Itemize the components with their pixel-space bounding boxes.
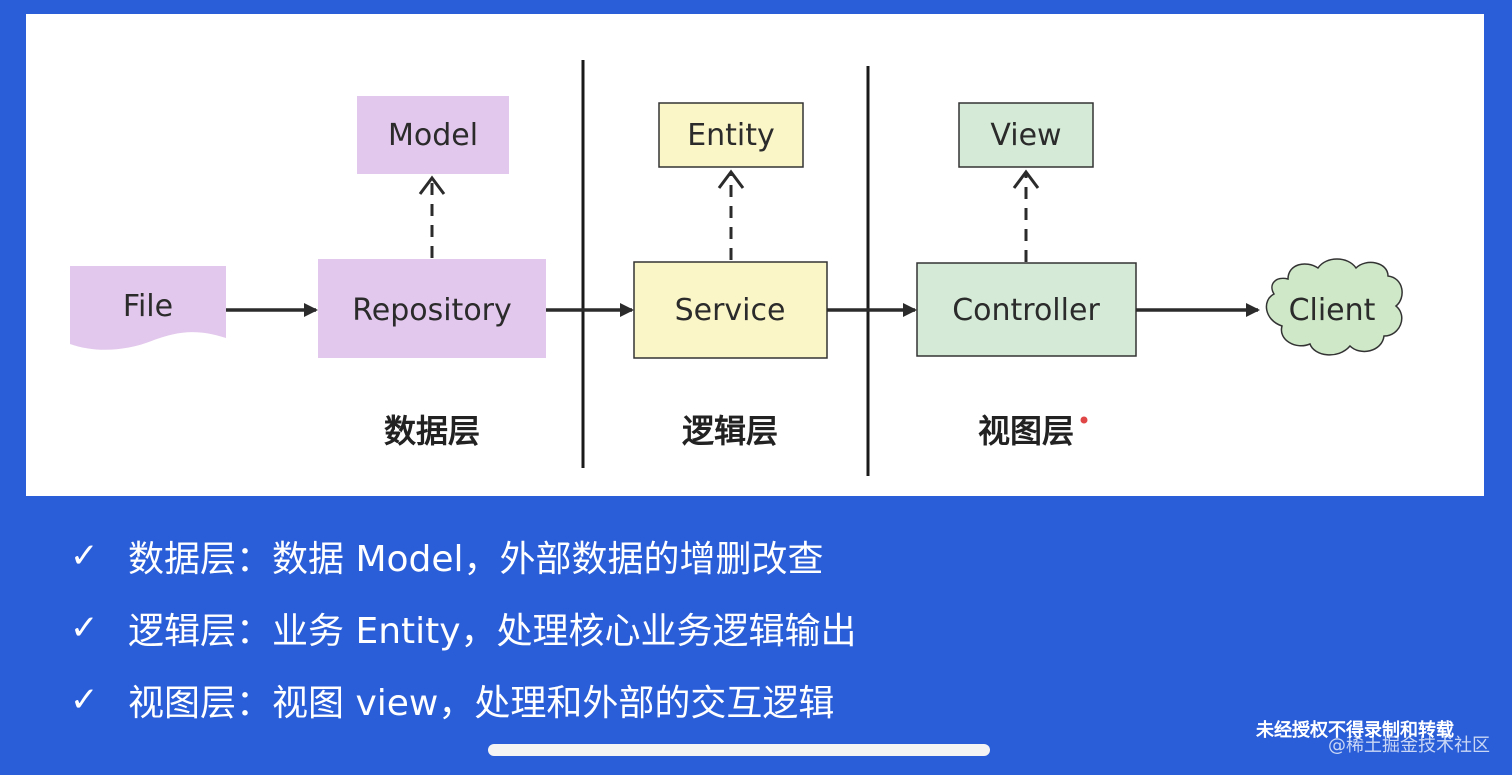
check-icon: ✓ xyxy=(70,680,99,720)
controller-label: Controller xyxy=(952,293,1100,328)
home-indicator-bar[interactable] xyxy=(488,744,990,756)
logic-layer-label: 逻辑层 xyxy=(682,412,778,450)
copyright-watermark: 未经授权不得录制和转载 xyxy=(1256,720,1454,741)
view-layer-label: 视图层 xyxy=(978,412,1074,450)
source-watermark: @稀土掘金技术社区 xyxy=(1328,735,1490,756)
model-label: Model xyxy=(388,118,478,153)
bullet-list: ✓ 数据层：数据 Model，外部数据的增删改查 ✓ 逻辑层：业务 Entity… xyxy=(70,520,857,736)
repository-node: Repository xyxy=(318,259,546,358)
bullet-text: 逻辑层：业务 Entity，处理核心业务逻辑输出 xyxy=(128,611,857,652)
model-node: Model xyxy=(357,96,509,174)
architecture-diagram: Model Entity View File xyxy=(70,60,1403,476)
bullet-item-data-layer: ✓ 数据层：数据 Model，外部数据的增删改查 xyxy=(70,520,857,592)
repository-label: Repository xyxy=(352,293,512,328)
entity-node: Entity xyxy=(658,102,804,168)
bullet-item-logic-layer: ✓ 逻辑层：业务 Entity，处理核心业务逻辑输出 xyxy=(70,592,857,664)
view-label: View xyxy=(990,118,1061,153)
service-node: Service xyxy=(633,261,828,359)
check-icon: ✓ xyxy=(70,536,99,576)
client-label: Client xyxy=(1289,293,1376,328)
file-label: File xyxy=(123,289,173,324)
bullet-text: 数据层：数据 Model，外部数据的增删改查 xyxy=(128,539,824,580)
check-icon: ✓ xyxy=(70,608,99,648)
bullet-text: 视图层：视图 view，处理和外部的交互逻辑 xyxy=(128,683,835,724)
controller-node: Controller xyxy=(916,262,1137,357)
data-layer-label: 数据层 xyxy=(384,412,480,450)
red-dot-marker xyxy=(1080,416,1088,424)
diagram-panel: Model Entity View File xyxy=(26,14,1484,496)
view-node: View xyxy=(958,102,1094,168)
entity-label: Entity xyxy=(687,118,775,153)
dashed-arrow-service-entity xyxy=(717,169,745,260)
bullet-item-view-layer: ✓ 视图层：视图 view，处理和外部的交互逻辑 xyxy=(70,664,857,736)
dashed-arrow-controller-view xyxy=(1012,169,1040,262)
service-label: Service xyxy=(675,293,786,328)
file-node: File xyxy=(70,266,226,350)
client-node: Client xyxy=(1265,258,1403,356)
dashed-arrow-repository-model xyxy=(418,175,446,258)
